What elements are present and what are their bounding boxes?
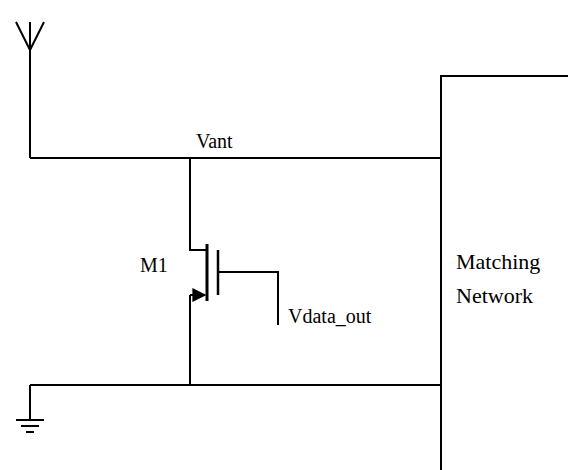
ant-wire (30, 157, 442, 159)
matching-network-box: Matching Network (440, 75, 568, 470)
source-lead (189, 295, 191, 385)
gate-lead (218, 272, 278, 325)
source-arrow (190, 294, 205, 296)
node-voltage: Vant (196, 130, 233, 153)
signal-name: Vdata_out (288, 305, 371, 328)
drain-lead (190, 158, 207, 250)
ground-wire (30, 385, 442, 420)
ground-symbol (16, 420, 44, 432)
antenna-symbol (16, 22, 44, 158)
node-label: Matching Network (456, 245, 568, 313)
part-name: M1 (140, 254, 168, 277)
channel (206, 244, 209, 301)
